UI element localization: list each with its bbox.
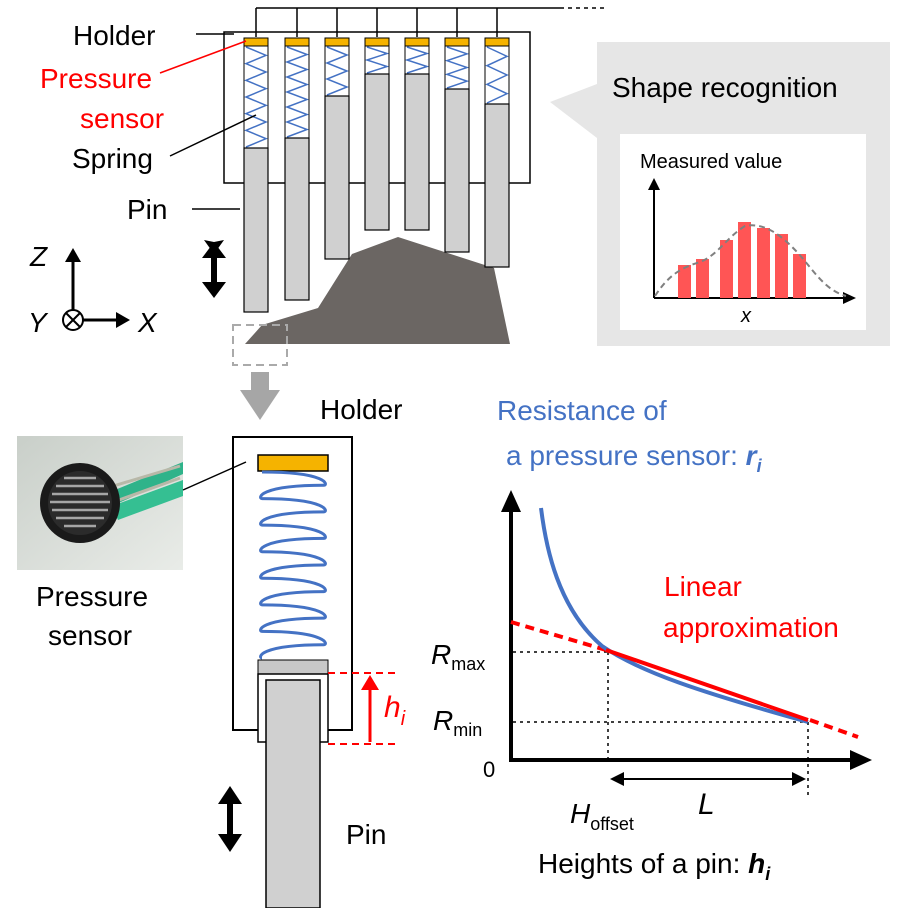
rmax-label: Rmax [431, 639, 485, 674]
spring-7 [485, 46, 509, 104]
callout-bar-7 [793, 254, 806, 298]
detail-motion-arrow [218, 786, 242, 852]
graph-guides [513, 651, 809, 798]
graph-title-2: a pressure sensor: ri [506, 440, 763, 476]
pin-label: Pin [127, 194, 167, 225]
pressure-sensor-2 [284, 37, 310, 47]
axis-y-label: Y [28, 307, 49, 338]
callout-bar-3 [720, 240, 733, 298]
callout-bar-5 [757, 228, 770, 298]
pressure-sensor-label-1: Pressure [40, 63, 152, 94]
detail-spring [259, 470, 327, 660]
graph-y-arrow [501, 490, 521, 512]
measured-object [245, 237, 510, 344]
spring-3 [324, 46, 350, 96]
pin-3 [324, 95, 350, 260]
axis-x-label: X [137, 307, 158, 338]
detail-holder-label: Holder [320, 394, 402, 425]
graph-axes [509, 510, 850, 762]
pin-6 [444, 88, 470, 253]
l-dimension [610, 772, 806, 786]
spring-leader [169, 114, 257, 157]
callout-bar-6 [775, 234, 788, 298]
callout-bar-1 [678, 265, 691, 298]
pin-2 [284, 137, 310, 301]
linear-label-1: Linear [664, 571, 742, 602]
detail-pressure-sensor [257, 454, 329, 472]
pressure-sensor-3 [324, 37, 350, 47]
photo-label-2: sensor [48, 620, 132, 651]
rmin-label: Rmin [433, 705, 482, 740]
pressure-sensor-4 [364, 37, 390, 47]
pin-1 [243, 147, 269, 313]
spring-5 [404, 46, 430, 74]
detail-pin [265, 679, 321, 908]
callout-chart-trend [654, 224, 847, 297]
l-label: L [698, 788, 715, 821]
graph-title-1: Resistance of [497, 395, 667, 426]
resistance-curve [539, 507, 809, 724]
spring-2 [284, 46, 310, 138]
linear-label-2: approximation [663, 612, 839, 643]
callout-title: Shape recognition [612, 72, 838, 103]
callout-chart-yarrow [648, 178, 660, 190]
pin-array [243, 37, 510, 313]
linear-approx-extension-left [510, 620, 607, 652]
photo-label-1: Pressure [36, 581, 148, 612]
photo-leader [182, 461, 247, 491]
graph-xlabel: Heights of a pin: hi [538, 848, 771, 884]
pressure-sensor-1 [243, 37, 269, 47]
holder-label: Holder [73, 20, 155, 51]
spring-label: Spring [72, 143, 153, 174]
pressure-sensor-photo [17, 436, 183, 570]
pin-5 [404, 73, 430, 231]
callout-chart-ylabel: Measured value [640, 151, 782, 173]
pressure-sensor-7 [484, 37, 510, 47]
zoom-source-box [232, 324, 288, 366]
callout-bar-2 [696, 259, 709, 298]
coordinate-axes [62, 248, 130, 331]
vertical-motion-arrow [202, 240, 226, 298]
origin-label: 0 [483, 757, 495, 782]
callout-chart-xlabel: x [740, 305, 752, 327]
linear-approx-segment [605, 648, 809, 722]
detail-pin-label: Pin [346, 819, 386, 850]
hoffset-label: Hoffset [570, 798, 634, 834]
height-symbol: hi [384, 691, 406, 730]
spring-1 [244, 46, 268, 148]
graph-x-arrow [850, 750, 872, 770]
pressure-sensor-leader [159, 40, 247, 74]
pressure-sensor-6 [444, 37, 470, 47]
axis-z-label: Z [29, 241, 48, 272]
linear-approx-extension-right [809, 718, 859, 739]
pin-4 [364, 73, 390, 231]
detail-spring-cap [257, 659, 329, 675]
spring-4 [364, 46, 390, 74]
height-dimension [328, 672, 400, 745]
pressure-sensor-5 [404, 37, 430, 47]
callout-chart-xarrow [843, 292, 856, 304]
pin-7 [484, 103, 510, 268]
callout-chart-bars [678, 222, 806, 298]
spring-6 [444, 46, 470, 89]
pressure-sensor-label-2: sensor [80, 103, 164, 134]
zoom-arrow [240, 372, 280, 420]
sensor-wiring [255, 7, 608, 37]
callout-bar-4 [738, 222, 751, 298]
